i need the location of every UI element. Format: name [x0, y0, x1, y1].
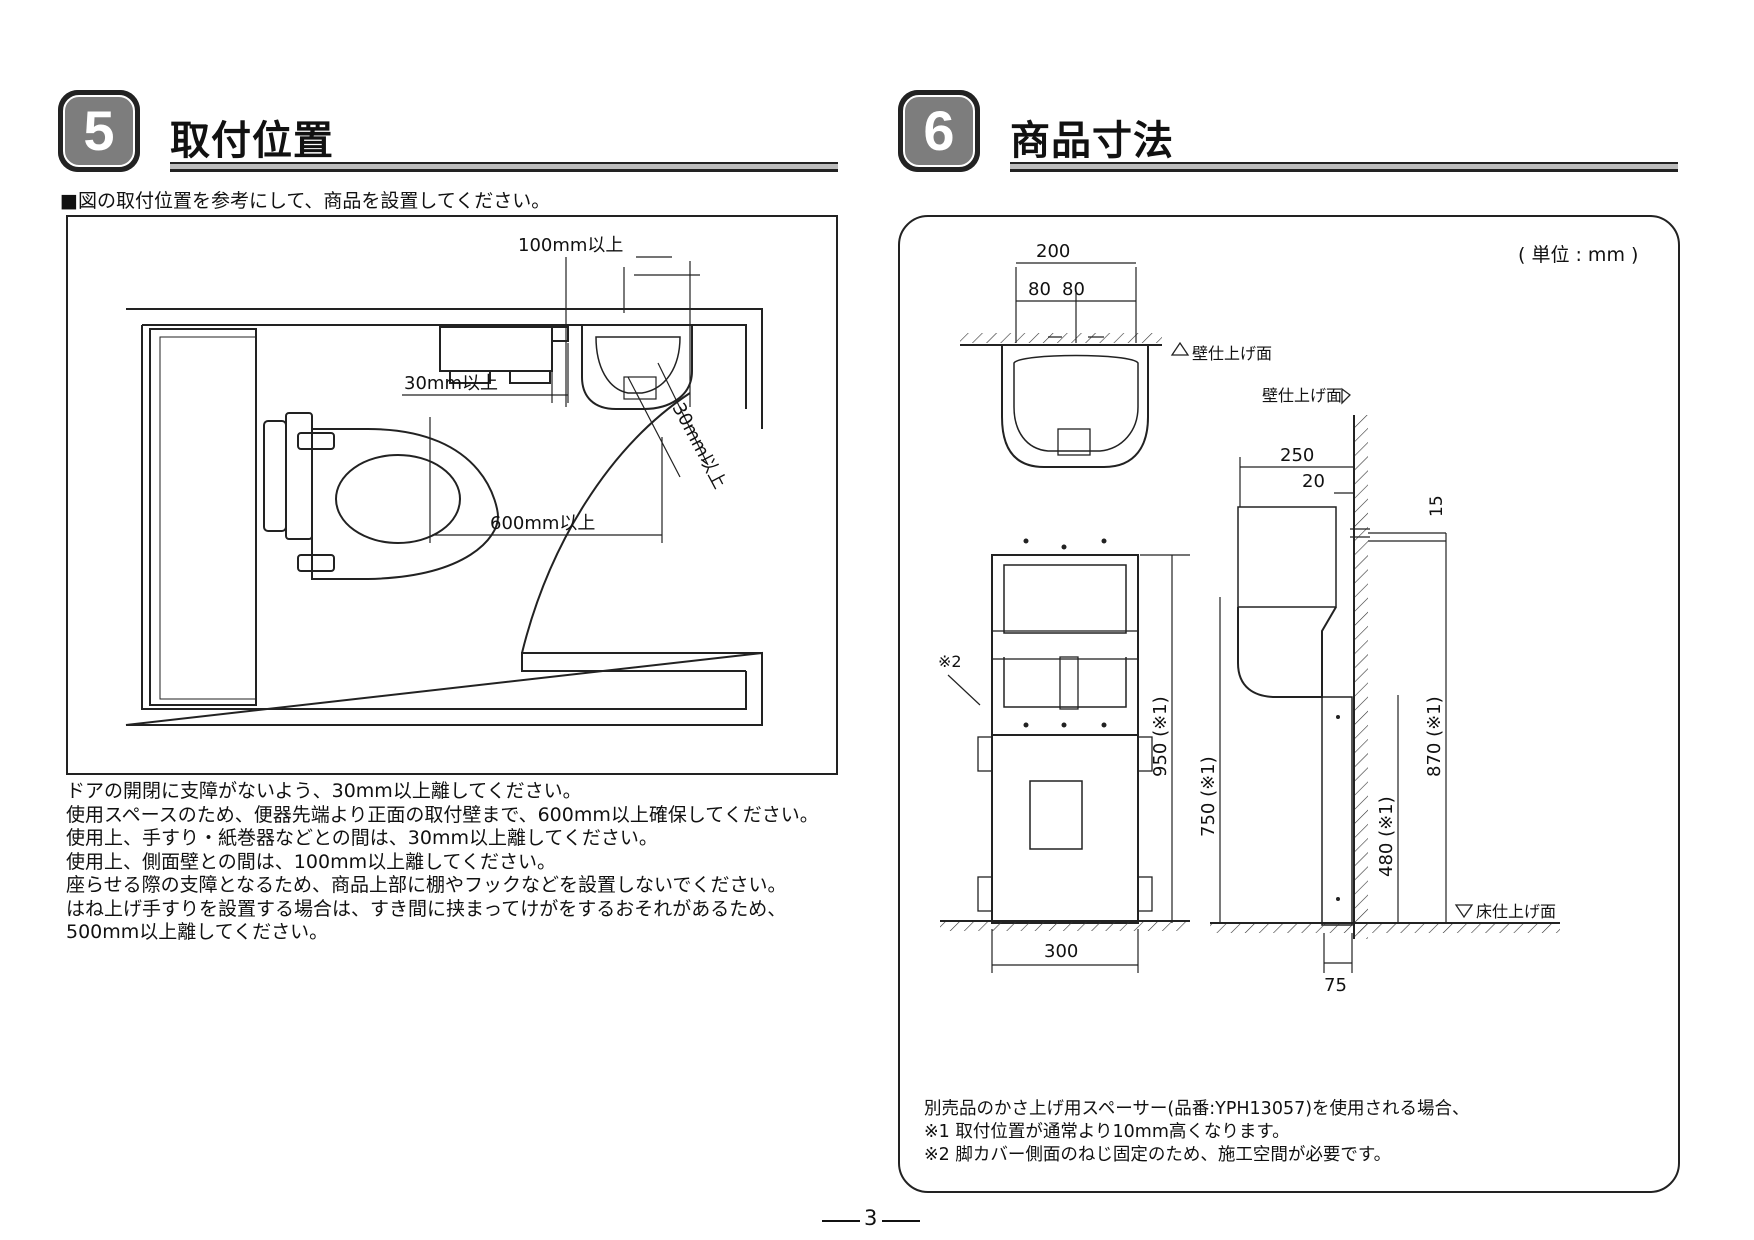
- side-wall-clearance-label: 100mm以上: [518, 235, 623, 256]
- paper-holder-clearance-label: 30mm以上: [404, 373, 498, 394]
- note-line: 使用上、手すり・紙巻器などとの間は、30mm以上離してください。: [66, 827, 658, 849]
- section-5-badge: 5: [58, 90, 140, 172]
- note-line: はね上げ手すりを設置する場合は、すき間に挟まってけがをするおそれがあるため、: [66, 897, 787, 920]
- door-clearance-label: 30mm以上: [668, 399, 731, 492]
- dim-leg-depth: 75: [1324, 975, 1347, 996]
- dim-bracket-height: 15: [1427, 495, 1447, 517]
- floor-finish-label: 床仕上げ面: [1476, 902, 1556, 921]
- section-5-notes: ドアの開閉に支障がないよう、30mm以上離してください。 使用スペースのため、便…: [66, 780, 819, 945]
- note-line: ドアの開閉に支障がないよう、30mm以上離してください。: [66, 780, 582, 802]
- dim-seat-height: 750 (※1): [1198, 756, 1219, 837]
- section-6-badge: 6: [898, 90, 980, 172]
- product-dimensions-frame: 200 80 80 壁仕上げ面 壁仕上げ面 250 20 15 950 (※1)…: [898, 215, 1680, 1193]
- page-number-rule-right: [882, 1220, 920, 1222]
- note-line: ※2 脚カバー側面のねじ固定のため、施工空間が必要です。: [924, 1145, 1392, 1165]
- page-number-rule-left: [822, 1220, 860, 1222]
- dim-top-right-half: 80: [1062, 279, 1085, 300]
- wall-finish-label-side: 壁仕上げ面: [1262, 386, 1342, 405]
- dim-top-width: 200: [1036, 241, 1070, 262]
- dim-wall-height: 870 (※1): [1424, 696, 1445, 777]
- section-6-rule: [1010, 162, 1678, 172]
- dim-side-offset: 20: [1302, 471, 1325, 492]
- installation-position-diagram: 100mm以上 30mm以上 30mm以上 600mm以上: [66, 215, 838, 775]
- section-5-rule: [170, 162, 838, 172]
- section-6-number: 6: [903, 95, 975, 167]
- dim-lower-height: 480 (※1): [1376, 796, 1397, 877]
- note-line: 500mm以上離してください。: [66, 921, 329, 943]
- installation-plan-svg: 100mm以上 30mm以上 30mm以上 600mm以上: [125, 235, 763, 726]
- wall-finish-label-top: 壁仕上げ面: [1192, 344, 1272, 363]
- note-line: 別売品のかさ上げ用スペーサー(品番:YPH13057)を使用される場合、: [924, 1099, 1470, 1119]
- front-clearance-label: 600mm以上: [490, 513, 595, 534]
- section-5-title: 取付位置: [170, 118, 334, 164]
- dim-front-width: 300: [1044, 941, 1078, 962]
- note-line: 使用スペースのため、便器先端より正面の取付壁まで、600mm以上確保してください…: [66, 803, 819, 826]
- section-6-notes: 別売品のかさ上げ用スペーサー(品番:YPH13057)を使用される場合、 ※1 …: [924, 1098, 1470, 1167]
- section-5-number: 5: [63, 95, 135, 167]
- product-dimensions-svg: 200 80 80 壁仕上げ面 壁仕上げ面 250 20 15 950 (※1)…: [938, 241, 1560, 996]
- note-mark-2: ※2: [938, 652, 962, 671]
- dim-top-left-half: 80: [1028, 279, 1051, 300]
- note-line: ※1 取付位置が通常より10mm高くなります。: [924, 1122, 1290, 1142]
- dim-side-depth: 250: [1280, 445, 1314, 466]
- note-line: 座らせる際の支障となるため、商品上部に棚やフックなどを設置しないでください。: [66, 874, 787, 896]
- note-line: 使用上、側面壁との間は、100mm以上離してください。: [66, 850, 556, 873]
- section-6-title: 商品寸法: [1010, 118, 1174, 164]
- page-number: 3: [864, 1206, 878, 1230]
- section-5-instruction: ■図の取付位置を参考にして、商品を設置してください。: [60, 190, 551, 212]
- unit-label: ( 単位 : mm ): [1518, 244, 1639, 266]
- dim-front-height: 950 (※1): [1150, 696, 1171, 777]
